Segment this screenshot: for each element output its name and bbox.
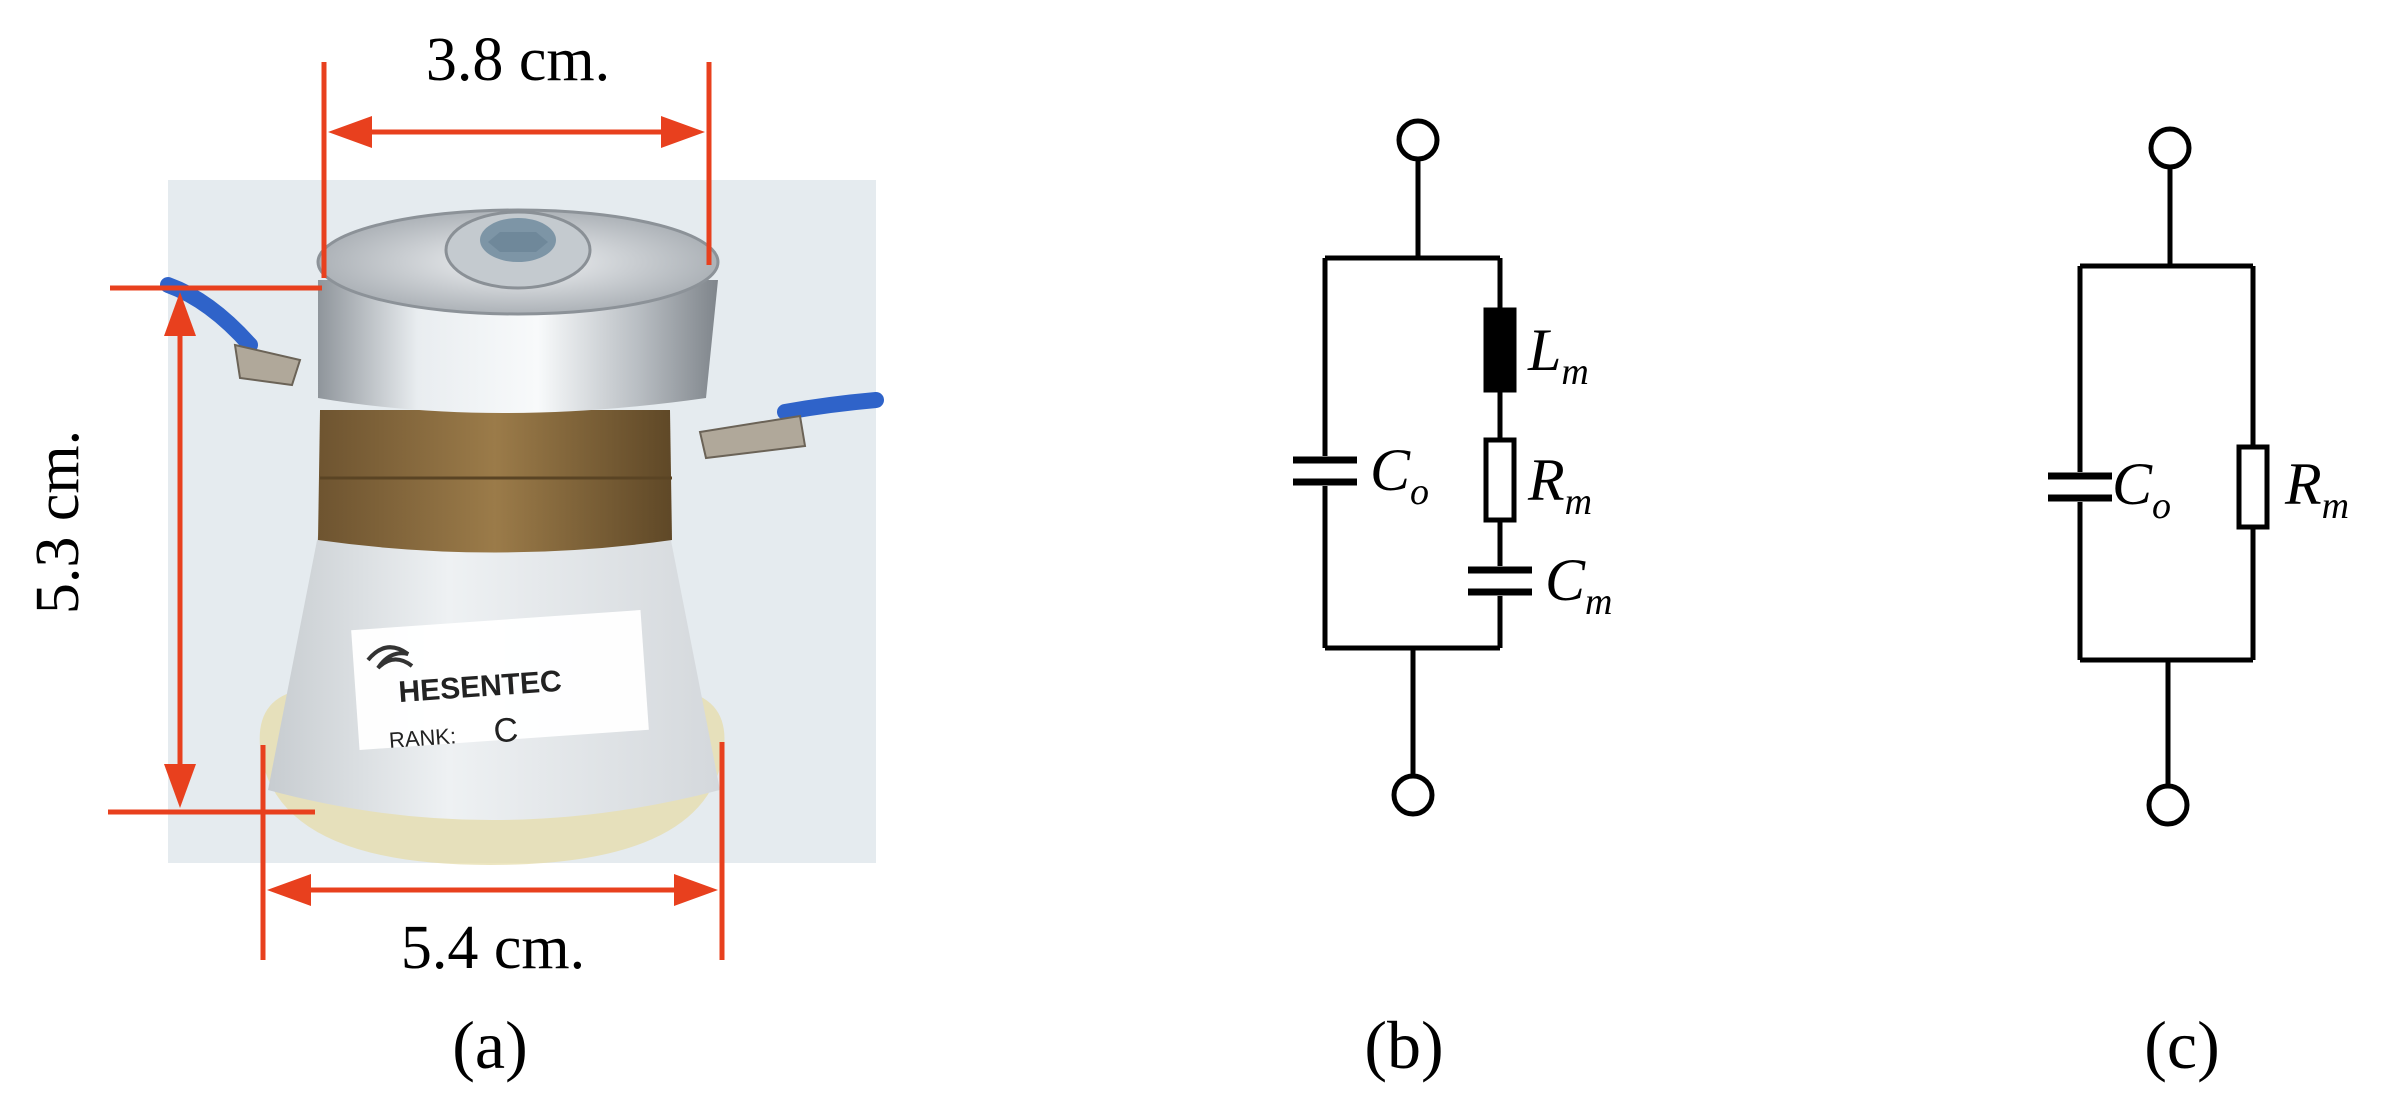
capacitor-cm-b xyxy=(1465,566,1535,596)
transducer-photo: HESENTEC RANK: C xyxy=(160,208,884,865)
label-cm-b: Cm xyxy=(1545,547,1612,623)
panel-c-labels: Co Rm xyxy=(2112,451,2349,527)
label-co-b: Co xyxy=(1370,437,1429,513)
panel-b xyxy=(1290,118,1535,817)
label-rm-c: Rm xyxy=(2284,451,2349,527)
dimension-left-label: 5.3 cm. xyxy=(24,430,92,614)
inductor-lm-b xyxy=(1483,307,1517,393)
dimension-top-label: 3.8 cm. xyxy=(426,26,610,94)
right-terminal xyxy=(698,414,807,460)
left-terminal xyxy=(233,343,302,387)
dimension-lines xyxy=(108,62,725,960)
metal-head xyxy=(318,280,718,413)
caption-c: (c) xyxy=(2144,1007,2219,1083)
caption-b: (b) xyxy=(1364,1007,1443,1083)
resistor-rm-c xyxy=(2236,444,2270,530)
piezo-band xyxy=(318,410,672,553)
right-cable xyxy=(777,392,884,420)
terminal-top-b xyxy=(1396,118,1440,162)
panel-c xyxy=(2045,126,2270,827)
terminal-bottom-c xyxy=(2146,783,2190,827)
terminal-top-c xyxy=(2148,126,2192,170)
product-label xyxy=(351,610,649,750)
dimension-bottom-label: 5.4 cm. xyxy=(401,914,585,982)
panel-a: HESENTEC RANK: C 3.8 cm. 5.4 cm. xyxy=(24,26,884,1083)
panel-b-labels: Co Lm Rm Cm xyxy=(1370,317,1612,623)
capacitor-co-b xyxy=(1290,456,1360,486)
caption-a: (a) xyxy=(452,1007,527,1083)
rank-value: C xyxy=(492,711,519,751)
terminal-bottom-b xyxy=(1391,773,1435,817)
label-co-c: Co xyxy=(2112,451,2171,527)
label-rm-b: Rm xyxy=(1527,447,1592,523)
rank-text: RANK: xyxy=(388,723,457,753)
capacitor-co-c xyxy=(2045,472,2115,502)
brand-logo-icon xyxy=(366,645,414,670)
resistor-rm-b xyxy=(1483,437,1517,523)
label-lm-b: Lm xyxy=(1527,317,1589,393)
